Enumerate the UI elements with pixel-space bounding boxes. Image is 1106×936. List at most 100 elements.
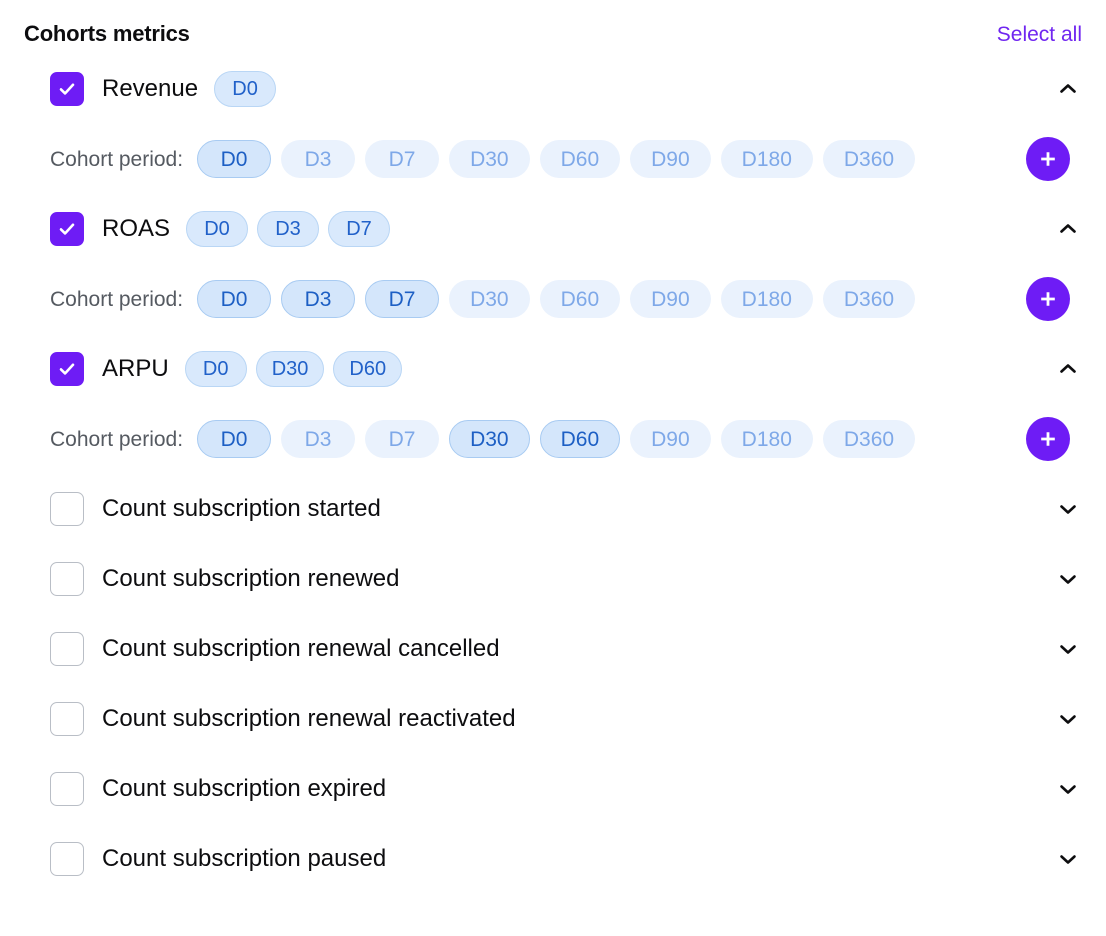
cohort-period-chip[interactable]: D30 xyxy=(449,140,530,178)
chevron-up-icon[interactable] xyxy=(1054,355,1082,383)
chevron-down-icon[interactable] xyxy=(1054,705,1082,733)
metric-label: Count subscription renewed xyxy=(102,565,400,592)
metric-label: ARPU xyxy=(102,355,169,382)
chevron-down-icon[interactable] xyxy=(1054,495,1082,523)
cohort-period-chip[interactable]: D60 xyxy=(539,420,621,458)
selected-period-chip[interactable]: D3 xyxy=(257,211,320,247)
metric-row: Count subscription renewal reactivated xyxy=(24,684,1082,754)
chevron-down-icon[interactable] xyxy=(1054,775,1082,803)
metric-row-left: Count subscription renewal reactivated xyxy=(24,702,1042,736)
cohort-period-chip[interactable]: D360 xyxy=(822,280,916,318)
metric-row: Count subscription paused xyxy=(24,824,1082,894)
metric-row: Revenue D0 xyxy=(24,54,1082,124)
metric-row: Count subscription renewed xyxy=(24,544,1082,614)
chevron-down-icon[interactable] xyxy=(1054,845,1082,873)
add-cohort-period-button[interactable] xyxy=(1026,417,1070,461)
metric-row-left: Count subscription renewal cancelled xyxy=(24,632,1042,666)
check-icon xyxy=(59,83,75,95)
cohort-period-chip[interactable]: D7 xyxy=(365,420,440,458)
cohort-period-label: Cohort period: xyxy=(50,147,184,171)
metric-label: Count subscription renewal reactivated xyxy=(102,705,516,732)
selected-period-chip[interactable]: D0 xyxy=(184,351,247,387)
metric-row: Count subscription renewal cancelled xyxy=(24,614,1082,684)
metric-row-left: Count subscription started xyxy=(24,492,1042,526)
metric-label: Revenue xyxy=(102,75,199,102)
check-icon xyxy=(59,363,75,375)
metric-label: ROAS xyxy=(102,215,171,242)
cohort-period-chip[interactable]: D3 xyxy=(281,420,356,458)
selected-period-chip[interactable]: D0 xyxy=(214,71,277,107)
cohort-period-chip[interactable]: D0 xyxy=(197,140,272,178)
metric-checkbox[interactable] xyxy=(50,772,84,806)
metric-checkbox[interactable] xyxy=(50,842,84,876)
cohort-period-chip[interactable]: D3 xyxy=(281,140,356,178)
chevron-up-icon[interactable] xyxy=(1054,75,1082,103)
metric-checkbox[interactable] xyxy=(50,632,84,666)
chevron-up-icon[interactable] xyxy=(1054,215,1082,243)
cohort-period-label: Cohort period: xyxy=(50,287,184,311)
metric-label: Count subscription paused xyxy=(102,845,387,872)
page-title: Cohorts metrics xyxy=(24,21,190,46)
add-cohort-period-button[interactable] xyxy=(1026,137,1070,181)
cohort-period-chip[interactable]: D60 xyxy=(539,140,621,178)
chevron-down-icon[interactable] xyxy=(1054,635,1082,663)
selected-period-chip[interactable]: D30 xyxy=(255,351,325,387)
check-icon xyxy=(59,223,75,235)
metric-label: Count subscription started xyxy=(102,495,381,522)
cohort-period-chip[interactable]: D60 xyxy=(539,280,621,318)
cohort-period-chip[interactable]: D3 xyxy=(281,280,356,318)
metric-row-left: Count subscription expired xyxy=(24,772,1042,806)
selected-period-chip[interactable]: D0 xyxy=(186,211,249,247)
metric-label: Count subscription expired xyxy=(102,775,387,802)
plus-icon xyxy=(1041,292,1055,306)
metric-row-left: Count subscription renewed xyxy=(24,562,1042,596)
metric-row: Count subscription expired xyxy=(24,754,1082,824)
panel-header: Cohorts metrics Select all xyxy=(0,0,1106,54)
cohort-period-chip[interactable]: D7 xyxy=(365,140,440,178)
cohort-period-chip[interactable]: D180 xyxy=(720,280,813,318)
plus-icon xyxy=(1041,432,1055,446)
cohort-period-chip[interactable]: D90 xyxy=(630,280,711,318)
cohort-period-chip[interactable]: D90 xyxy=(630,420,711,458)
cohort-period-chip[interactable]: D30 xyxy=(449,280,530,318)
metric-selected-period-chips: D0 xyxy=(214,71,277,107)
cohort-period-chip[interactable]: D90 xyxy=(630,140,711,178)
metric-checkbox[interactable] xyxy=(50,562,84,596)
metric-row-left: Revenue D0 xyxy=(24,71,1042,107)
metric-checkbox[interactable] xyxy=(50,352,84,386)
cohort-period-chip[interactable]: D7 xyxy=(365,280,440,318)
cohort-period-chip[interactable]: D180 xyxy=(720,420,813,458)
cohort-period-label: Cohort period: xyxy=(50,427,184,451)
metric-checkbox[interactable] xyxy=(50,492,84,526)
metric-row: Count subscription started xyxy=(24,474,1082,544)
cohort-period-chip[interactable]: D180 xyxy=(720,140,813,178)
metric-checkbox[interactable] xyxy=(50,212,84,246)
chevron-down-icon[interactable] xyxy=(1054,565,1082,593)
add-cohort-period-button[interactable] xyxy=(1026,277,1070,321)
selected-period-chip[interactable]: D7 xyxy=(328,211,391,247)
metric-row-left: Count subscription paused xyxy=(24,842,1042,876)
cohort-period-chip[interactable]: D360 xyxy=(822,420,916,458)
cohort-period-chip[interactable]: D360 xyxy=(822,140,916,178)
cohort-period-chip[interactable]: D30 xyxy=(449,420,530,458)
cohort-period-chip[interactable]: D0 xyxy=(197,420,272,458)
selected-period-chip[interactable]: D60 xyxy=(333,351,403,387)
cohort-period-chip[interactable]: D0 xyxy=(197,280,272,318)
metric-checkbox[interactable] xyxy=(50,72,84,106)
metric-checkbox[interactable] xyxy=(50,702,84,736)
select-all-button[interactable]: Select all xyxy=(996,22,1082,46)
plus-icon xyxy=(1041,152,1055,166)
